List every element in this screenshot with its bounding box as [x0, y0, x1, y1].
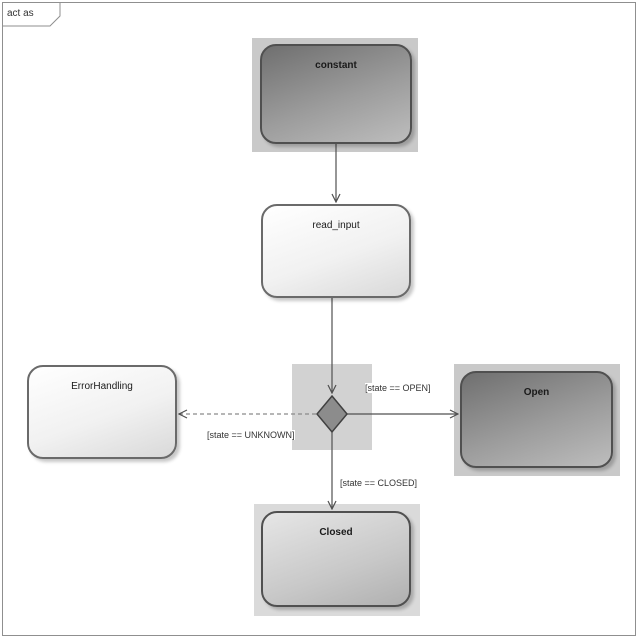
guard-label-closed: [state == CLOSED]	[340, 478, 418, 488]
guard-label-open: [state == OPEN]	[365, 383, 431, 393]
node-label: Closed	[319, 527, 353, 538]
frame-title: act as	[7, 8, 34, 19]
action-node-read-input[interactable]: read_input	[261, 204, 411, 298]
node-label: constant	[315, 60, 357, 71]
decision-node[interactable]	[316, 394, 348, 434]
action-node-open[interactable]: Open	[460, 371, 613, 468]
frame-tab	[2, 2, 61, 27]
action-node-error-handling[interactable]: ErrorHandling	[27, 365, 177, 459]
node-label: Open	[523, 387, 550, 398]
action-node-constant[interactable]: constant	[260, 44, 412, 144]
node-label: read_input	[312, 220, 360, 231]
action-node-closed[interactable]: Closed	[261, 511, 411, 607]
guard-label-unknown: [state == UNKNOWN]	[207, 430, 295, 440]
node-label: ErrorHandling	[71, 381, 133, 392]
